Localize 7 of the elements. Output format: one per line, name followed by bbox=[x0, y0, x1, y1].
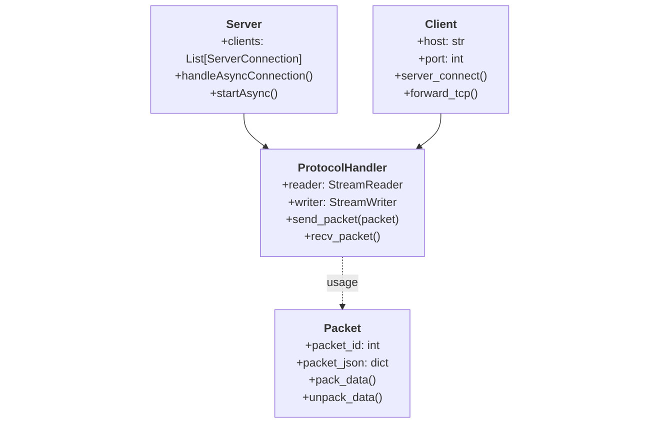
edge-label: usage bbox=[327, 276, 358, 289]
node-box: Server +clients: List[ServerConnection] +handleAsyncConnection() +startAsync() bbox=[150, 5, 338, 114]
node-box: ProtocolHandler +reader: StreamReader +writer: StreamWriter +send_packet(packet) +recv_packet() bbox=[260, 148, 425, 258]
arrow bbox=[416, 112, 442, 150]
node-box: Client +host: str +port: int +server_connect() +forward_tcp() bbox=[372, 5, 510, 114]
node-box: Packet +packet_id: int +packet_json: dict +pack_data() +unpack_data() bbox=[274, 309, 411, 418]
arrow bbox=[244, 112, 270, 150]
